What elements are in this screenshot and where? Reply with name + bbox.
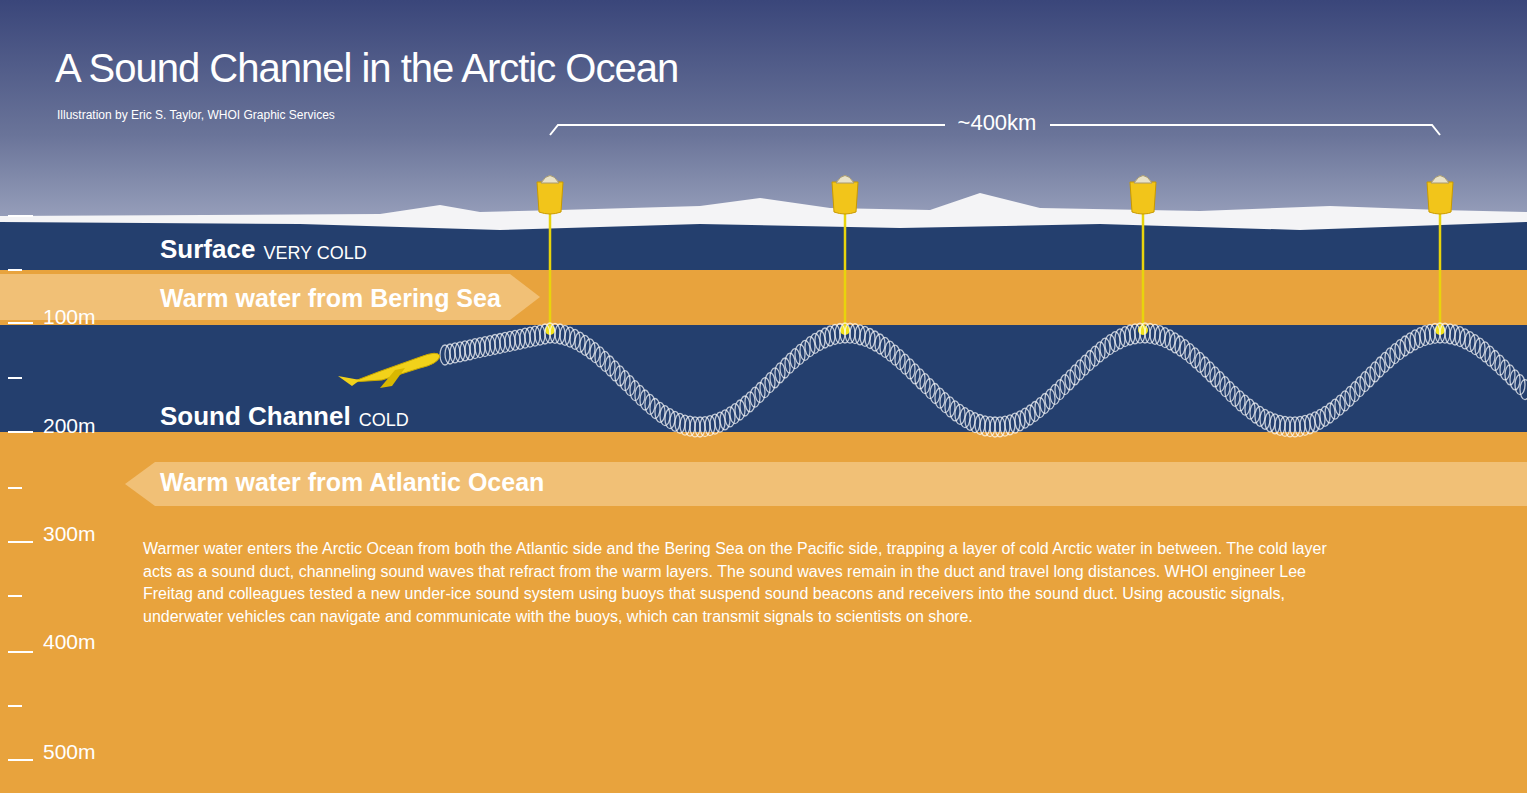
layer-temperature: VERY COLD [263, 243, 366, 264]
depth-label: 200m [43, 414, 96, 438]
bering-band [0, 270, 1527, 325]
sea-ice [0, 193, 1527, 230]
depth-label: 100m [43, 305, 96, 329]
atlantic-arrow [125, 462, 1527, 506]
water-layer: Warm water from Bering Sea [0, 270, 1527, 325]
distance-label: ~400km [958, 110, 1037, 136]
sound-wave [440, 323, 1527, 437]
underwater-glider [338, 353, 440, 388]
caption: Warmer water enters the Arctic Ocean fro… [143, 538, 1343, 628]
title: A Sound Channel in the Arctic Ocean [55, 46, 678, 91]
water-layer: Surface VERY COLD [0, 218, 1527, 270]
credit: Illustration by Eric S. Taylor, WHOI Gra… [57, 108, 335, 122]
depth-label: 400m [43, 630, 96, 654]
layer-name: Warm water from Bering Sea [160, 284, 501, 313]
layer-name: Warm water from Atlantic Ocean [160, 468, 544, 497]
depth-label: 300m [43, 522, 96, 546]
depth-label: 500m [43, 740, 96, 764]
water-layer: Warm water from Atlantic Ocean [0, 432, 1527, 522]
layer-name: Surface [160, 234, 255, 265]
buoys [537, 176, 1453, 336]
sky [0, 0, 1527, 225]
depth-ticks [8, 216, 33, 760]
layer-temperature: COLD [359, 410, 409, 431]
atlantic-band [0, 432, 1527, 793]
layer-name: Sound Channel [160, 401, 351, 432]
channel-band [0, 325, 1527, 432]
water-layer: Sound Channel COLD [0, 325, 1527, 432]
